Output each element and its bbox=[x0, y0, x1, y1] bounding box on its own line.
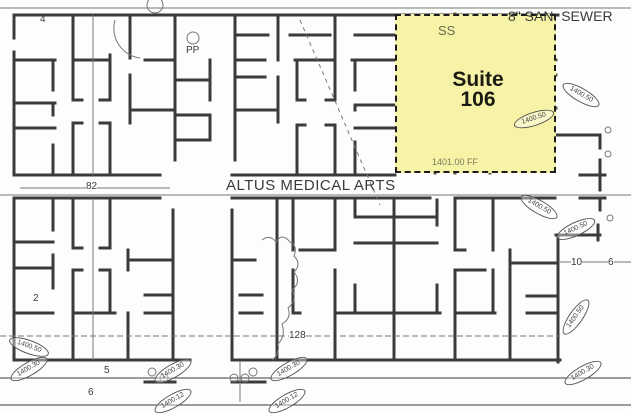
dimension-4: 4 bbox=[40, 14, 46, 25]
suite-label: Suite 106 bbox=[428, 68, 528, 111]
suite-number: 106 bbox=[460, 88, 496, 111]
building-name-label: ALTUS MEDICAL ARTS bbox=[226, 177, 396, 194]
power-pole-label: PP bbox=[186, 45, 200, 56]
dimension-6-right: 6 bbox=[608, 257, 614, 268]
finished-floor-label: 1401.00 FF bbox=[432, 157, 479, 167]
dimension-128: 128 bbox=[289, 330, 306, 341]
suite-106-highlight[interactable] bbox=[395, 14, 556, 173]
suite-label-word: Suite bbox=[452, 68, 504, 91]
dimension-6: 6 bbox=[88, 387, 94, 398]
sanitary-sewer-abbrev: SS bbox=[438, 23, 456, 38]
san-sewer-label: 8" SAN. SEWER bbox=[508, 8, 613, 24]
dimension-10: 10 bbox=[571, 257, 583, 268]
dimension-5: 5 bbox=[104, 365, 110, 376]
dimension-82: 82 bbox=[86, 181, 98, 192]
dimension-2: 2 bbox=[33, 293, 39, 304]
